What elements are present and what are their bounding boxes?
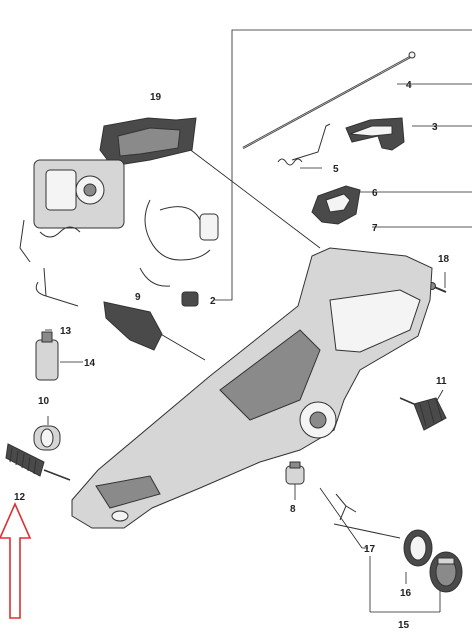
callout-labels: 2 3 4 5 6 7 8 9 10 11 12 13 14 15 16 17 … <box>14 80 450 631</box>
main-housing <box>71 247 433 529</box>
part-9-shield <box>103 301 163 351</box>
callout-19: 19 <box>150 92 162 103</box>
part-8-grommet <box>285 461 305 485</box>
callout-12: 12 <box>14 492 26 503</box>
part-5-spring-wire <box>277 123 331 166</box>
fuel-line-primer <box>139 199 219 287</box>
part-10-dampener <box>33 425 61 451</box>
callout-5: 5 <box>333 164 339 175</box>
callout-11: 11 <box>436 376 447 387</box>
part-19-cover <box>99 117 197 167</box>
callout-7: 7 <box>372 223 378 234</box>
callout-16: 16 <box>400 588 412 599</box>
callout-9: 9 <box>135 292 141 303</box>
callout-13: 13 <box>60 326 72 337</box>
part-2-bushing <box>181 291 199 307</box>
part-3-trigger <box>345 117 405 151</box>
callout-8: 8 <box>290 504 296 515</box>
callout-3: 3 <box>432 122 438 133</box>
red-arrow-annotation <box>0 502 32 619</box>
callout-6: 6 <box>372 188 378 199</box>
part-11-spring <box>399 397 447 431</box>
carburetor-assembly <box>19 159 125 263</box>
callout-15: 15 <box>398 620 410 631</box>
part-13-fuel-hose <box>35 267 79 307</box>
callout-14: 14 <box>84 358 96 369</box>
leader-lines <box>45 141 446 613</box>
part-4-rod <box>242 51 416 149</box>
part-17-strap <box>333 493 401 539</box>
callout-17: 17 <box>364 544 376 555</box>
callout-4: 4 <box>406 80 412 91</box>
part-16-ring <box>403 529 433 567</box>
part-14-filter <box>35 331 59 381</box>
callout-10: 10 <box>38 396 50 407</box>
frame-lines <box>215 29 472 301</box>
callout-2: 2 <box>210 296 216 307</box>
part-12-spring <box>5 443 71 481</box>
part-15-tank-cap <box>429 551 463 593</box>
part-6-lever <box>311 185 361 225</box>
callout-18: 18 <box>438 254 450 265</box>
